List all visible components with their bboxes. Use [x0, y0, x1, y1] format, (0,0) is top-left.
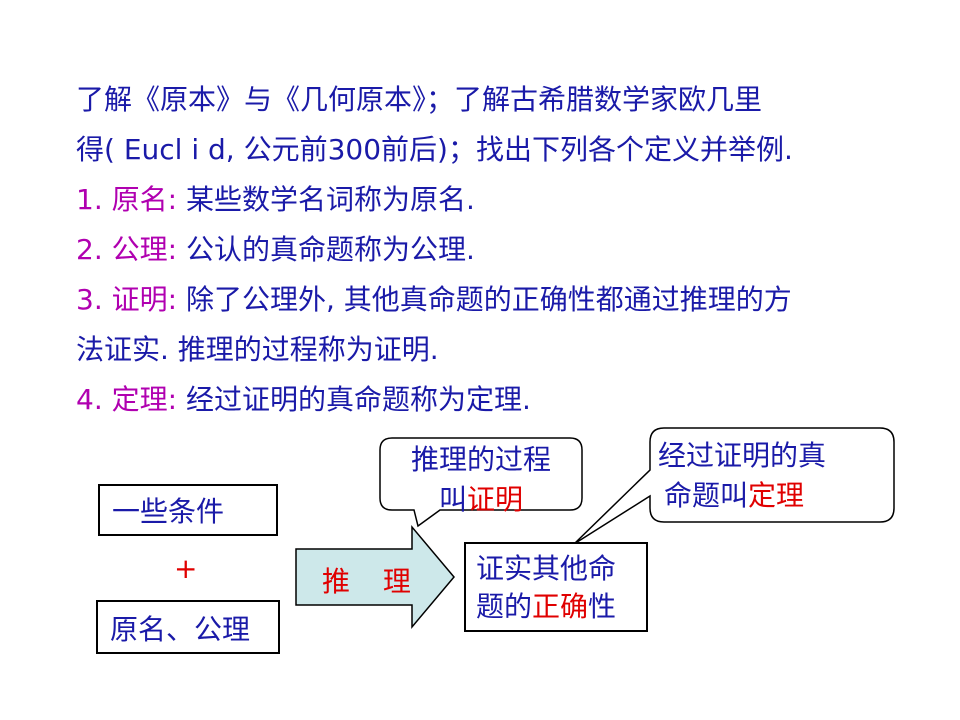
callout-left-bubble — [379, 437, 583, 528]
definition-3-number: 3. — [76, 283, 103, 316]
definition-1: 1. 原名: 某些数学名词称为原名. — [76, 180, 475, 220]
definition-3: 3. 证明: 除了公理外, 其他真命题的正确性都通过推理的方 — [76, 280, 792, 320]
result-line-2b: 性 — [588, 590, 617, 623]
definition-4-number: 4. — [76, 383, 103, 416]
result-line-2a: 题的 — [476, 590, 533, 623]
definition-2: 2. 公理: 公认的真命题称为公理. — [76, 230, 475, 270]
axioms-box: 原名、公理 — [96, 600, 280, 654]
arrow-label: 推 理 — [322, 565, 423, 598]
callout-right-line-1: 经过证明的真 — [658, 439, 827, 472]
definition-4-term: 定理: — [111, 383, 178, 416]
callout-left-red-word: 证明 — [467, 483, 524, 516]
callout-right-line-2: 命题叫定理 — [658, 476, 868, 516]
callout-right-red-word: 定理 — [748, 479, 805, 512]
definition-2-text: 公认的真命题称为公理. — [177, 233, 475, 266]
callout-left-line-2: 叫证明 — [384, 480, 578, 520]
plus-sign: + — [174, 552, 198, 585]
result-line-1: 证实其他命 — [476, 552, 617, 585]
definition-4-text: 经过证明的真命题称为定理. — [177, 383, 531, 416]
result-red-word: 正确 — [532, 590, 589, 623]
callout-left-text: 推理的过程 叫证明 — [384, 440, 578, 520]
conditions-label: 一些条件 — [112, 495, 225, 528]
callout-left-line-2a: 叫 — [438, 483, 467, 516]
conditions-box: 一些条件 — [98, 484, 278, 536]
definition-2-number: 2. — [76, 233, 103, 266]
definition-1-number: 1. — [76, 183, 103, 216]
definition-1-term: 原名: — [111, 183, 178, 216]
callout-right-line-2a: 命题叫 — [664, 479, 749, 512]
result-line-2: 题的正确性 — [476, 588, 646, 626]
definition-4: 4. 定理: 经过证明的真命题称为定理. — [76, 380, 531, 420]
callout-right-bubble — [573, 427, 895, 545]
result-box: 证实其他命 题的正确性 — [464, 542, 648, 632]
definition-1-text: 某些数学名词称为原名. — [177, 183, 475, 216]
intro-line-2: 得( Eucl i d, 公元前300前后)；找出下列各个定义并举例. — [76, 133, 793, 166]
callout-left-line-1: 推理的过程 — [410, 443, 551, 476]
definition-3-continuation: 法证实. 推理的过程称为证明. — [76, 333, 439, 366]
definition-3-text: 除了公理外, 其他真命题的正确性都通过推理的方 — [177, 283, 792, 316]
callout-right-text: 经过证明的真 命题叫定理 — [658, 436, 868, 516]
definition-3-term: 证明: — [111, 283, 178, 316]
inference-arrow — [295, 524, 455, 630]
intro-line-1: 了解《原本》与《几何原本》；了解古希腊数学家欧几里 — [76, 83, 763, 116]
axioms-label: 原名、公理 — [110, 613, 251, 646]
definition-2-term: 公理: — [111, 233, 178, 266]
